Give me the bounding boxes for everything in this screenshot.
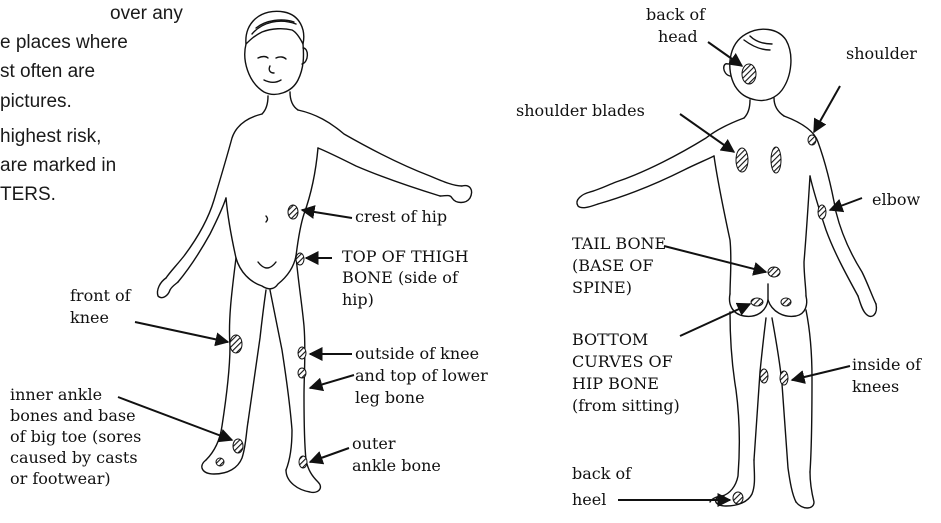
label-outer-ankle-2: ankle bone	[352, 456, 441, 475]
spot-front-of-knee	[230, 335, 242, 353]
label-inside-knees-2: knees	[852, 377, 899, 396]
label-inner-ankle-5: or footwear)	[10, 469, 111, 488]
label-back-of-head-1: back of	[646, 5, 705, 24]
label-shoulder: shoulder	[846, 44, 917, 63]
spot-elbow	[818, 205, 826, 219]
label-tail-bone-2: (BASE OF	[572, 256, 654, 275]
label-inner-ankle-2: bones and base	[10, 406, 136, 425]
spot-back-of-heel	[733, 492, 743, 504]
spot-shoulder	[808, 135, 816, 145]
label-inner-ankle-4: caused by casts	[10, 448, 138, 467]
back-arrows	[618, 42, 862, 500]
spot-tail-bone	[768, 267, 780, 277]
arrow-shoulder-blades	[680, 114, 734, 152]
label-inner-ankle-1: inner ankle	[10, 385, 102, 404]
label-top-of-thigh-3: hip)	[342, 290, 374, 309]
spot-big-toe	[216, 458, 224, 466]
spot-hip-curve-right	[781, 298, 791, 306]
arrow-back-of-head	[708, 42, 742, 66]
label-back-of-heel-1: back of	[572, 464, 631, 483]
label-top-of-thigh-1: TOP OF THIGH	[342, 247, 469, 266]
label-outside-of-knee-1: outside of knee	[355, 344, 479, 363]
label-inside-knees-1: inside of	[852, 355, 921, 374]
label-elbow: elbow	[872, 190, 920, 209]
spot-inside-knee-right	[780, 371, 788, 385]
spot-outside-of-knee	[298, 347, 306, 359]
label-bottom-curves-4: (from sitting)	[572, 396, 680, 415]
label-bottom-curves-1: BOTTOM	[572, 330, 648, 349]
spot-crest-of-hip	[288, 205, 298, 219]
label-shoulder-blades: shoulder blades	[516, 101, 645, 120]
label-inner-ankle-3: of big toe (sores	[10, 427, 141, 446]
label-bottom-curves-2: CURVES OF	[572, 352, 673, 371]
spot-inner-ankle	[233, 439, 243, 453]
label-outside-of-knee-3: leg bone	[355, 388, 425, 407]
arrow-top-lower-leg	[310, 375, 354, 388]
label-front-of-knee-2: knee	[70, 308, 109, 327]
spot-hip-curve-left	[751, 298, 763, 306]
arrow-inside-knees	[792, 366, 850, 380]
arrow-front-of-knee	[135, 322, 228, 342]
spot-shoulder-blade-right	[771, 147, 781, 173]
spot-outer-ankle	[299, 456, 307, 468]
arrow-shoulder	[814, 86, 840, 132]
label-crest-of-hip: crest of hip	[355, 207, 447, 226]
spot-top-lower-leg	[298, 368, 306, 378]
label-back-of-heel-2: heel	[572, 490, 606, 509]
label-bottom-curves-3: HIP BONE	[572, 374, 659, 393]
label-back-of-head-2: head	[658, 27, 698, 46]
spot-top-of-thigh	[296, 253, 304, 265]
arrow-tail-bone	[664, 246, 766, 272]
arrow-crest-of-hip	[302, 210, 352, 218]
label-outside-of-knee-2: and top of lower	[355, 366, 488, 385]
label-tail-bone-3: SPINE)	[572, 278, 632, 297]
label-tail-bone-1: TAIL BONE	[572, 234, 666, 253]
spot-inside-knee-left	[760, 369, 768, 383]
label-outer-ankle-1: outer	[352, 434, 395, 453]
label-top-of-thigh-2: BONE (side of	[342, 268, 458, 287]
arrow-outer-ankle	[310, 448, 349, 462]
spot-shoulder-left	[736, 148, 748, 172]
arrow-bottom-curves	[680, 304, 750, 336]
label-front-of-knee-1: front of	[70, 286, 131, 305]
spot-back-of-head	[742, 64, 756, 84]
